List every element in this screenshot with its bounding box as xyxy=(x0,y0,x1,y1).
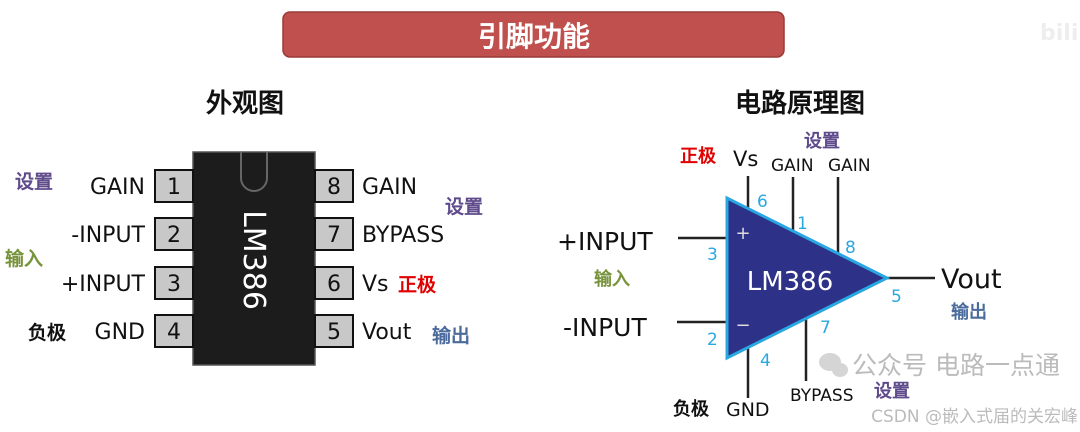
pin-pad xyxy=(154,169,194,203)
pin-list-left: 1 GAIN 2 -INPUT 3 +INPUT 4 GND xyxy=(61,169,194,348)
pin-3: 3 +INPUT xyxy=(61,266,194,300)
note-input-right: 输入 xyxy=(594,268,630,290)
plus-sign: + xyxy=(735,223,750,244)
pin-number: 2 xyxy=(167,223,181,248)
pin-pad xyxy=(314,266,354,300)
pin-number: 1 xyxy=(167,175,181,200)
left-heading: 外观图 xyxy=(206,89,284,119)
page-title: 引脚功能 xyxy=(478,20,590,53)
pin-name: +INPUT xyxy=(61,272,146,297)
pin-list-right: 8 GAIN 7 BYPASS 6 Vs 5 Vout xyxy=(314,169,444,348)
pin-name: BYPASS xyxy=(362,223,444,248)
note-out-right: 输出 xyxy=(951,301,987,323)
label-vout: Vout xyxy=(941,264,1002,295)
pin-name: GND xyxy=(95,320,145,345)
pin-8: 8 GAIN xyxy=(314,169,417,203)
label-in-minus: -INPUT xyxy=(563,313,647,342)
pin-name: GAIN xyxy=(90,175,145,200)
label-gnd: GND xyxy=(726,399,770,421)
bilibili-watermark: bilibili xyxy=(1040,21,1080,46)
pin-number: 7 xyxy=(327,223,341,248)
pin-number: 8 xyxy=(327,175,341,200)
note-pos: 正极 xyxy=(398,273,437,296)
pin-2: 2 -INPUT xyxy=(71,217,194,251)
note-neg-right: 负极 xyxy=(673,398,710,420)
minus-sign: − xyxy=(735,315,750,336)
pin-number: 6 xyxy=(327,272,341,297)
right-heading: 电路原理图 xyxy=(735,88,865,119)
note-pos-right: 正极 xyxy=(680,146,717,167)
csdn-watermark: CSDN @嵌入式届的关宏峰 xyxy=(871,407,1078,427)
label-gain1: GAIN xyxy=(771,156,814,176)
note-set-right: 设置 xyxy=(445,196,483,218)
pin-num-8: 8 xyxy=(845,238,856,258)
note-set-top: 设置 xyxy=(804,131,840,152)
chip-package: LM386 xyxy=(192,151,316,366)
pin-pad xyxy=(154,266,194,300)
chip-body xyxy=(192,151,316,366)
pin-pad xyxy=(154,314,194,348)
pin-number: 3 xyxy=(167,272,181,297)
pin-num-3: 3 xyxy=(707,245,718,265)
pin-pad xyxy=(314,169,354,203)
wechat-icon xyxy=(819,353,848,377)
label-in-plus: +INPUT xyxy=(557,227,653,256)
label-gain8: GAIN xyxy=(828,156,871,176)
pin-number: 4 xyxy=(167,320,181,345)
label-bypass: BYPASS xyxy=(790,386,854,406)
wechat-watermark: 公众号 电路一点通 xyxy=(852,351,1060,380)
chip-notch-icon xyxy=(240,152,268,192)
pin-5: 5 Vout xyxy=(314,314,412,348)
note-input: 输入 xyxy=(5,247,43,270)
pin-pad xyxy=(314,217,354,251)
pin-4: 4 GND xyxy=(95,314,194,348)
pin-pad xyxy=(314,314,354,348)
pin-name: -INPUT xyxy=(71,223,145,248)
pin-num-7: 7 xyxy=(820,318,831,338)
label-vs: Vs xyxy=(733,147,758,171)
pin-num-5: 5 xyxy=(891,287,902,307)
amplifier-triangle xyxy=(725,195,891,361)
note-out: 输出 xyxy=(432,324,470,347)
pin-num-4: 4 xyxy=(760,351,771,371)
schematic-wires xyxy=(677,176,935,398)
pin-name: Vs xyxy=(362,272,389,297)
pin-number: 5 xyxy=(327,320,341,345)
pin-name: Vout xyxy=(362,320,412,345)
pin-7: 7 BYPASS xyxy=(314,217,444,251)
pin-6: 6 Vs xyxy=(314,266,389,300)
pin-pad xyxy=(154,217,194,251)
note-neg: 负极 xyxy=(28,321,67,344)
pin-num-2: 2 xyxy=(707,330,718,350)
pin-1: 1 GAIN xyxy=(90,169,194,203)
note-set-left: 设置 xyxy=(15,171,53,193)
note-set-bottom: 设置 xyxy=(874,381,910,402)
amp-label: LM386 xyxy=(747,267,834,297)
pin-name: GAIN xyxy=(362,175,417,200)
chip-label: LM386 xyxy=(236,210,271,310)
pin-num-6: 6 xyxy=(757,192,768,212)
title-bar xyxy=(282,11,785,58)
pin-num-1: 1 xyxy=(797,214,808,234)
